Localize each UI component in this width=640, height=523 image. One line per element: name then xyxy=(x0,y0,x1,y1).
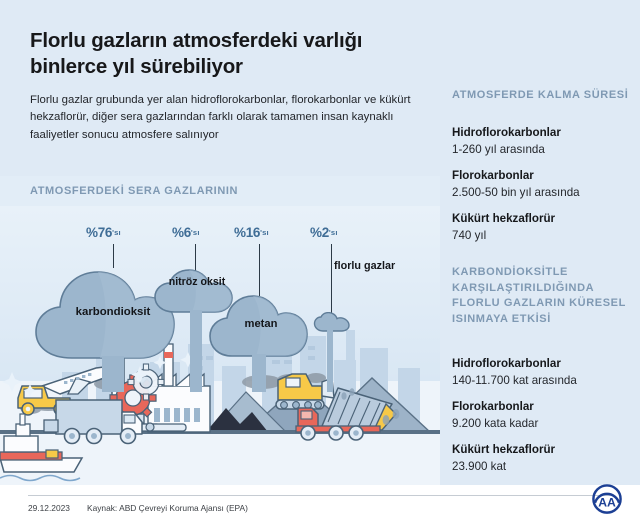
stem-metan xyxy=(259,244,261,296)
cloud-stem-karbondioksit xyxy=(102,356,124,392)
cloud-florlu-gazlar xyxy=(313,312,350,332)
panel-value: 1-260 yıl arasında xyxy=(452,143,545,157)
panel-item-hidroflorokarbonlar-etki: Hidroflorokarbonlar 140-11.700 kat arası… xyxy=(452,355,638,390)
right-panel xyxy=(440,0,640,485)
sparkle-icon xyxy=(2,352,196,397)
percent-label-karbondioksit: %76'sı xyxy=(86,225,121,240)
cloud-karbondioksit xyxy=(35,271,175,359)
cloud-label-nitroz-oksit: nitröz oksit xyxy=(168,276,226,288)
cloud-label-karbondioksit: karbondioksit xyxy=(75,306,151,318)
percent-label-nitroz-oksit: %6'sı xyxy=(172,225,200,240)
panel-item-kukurt-hekzaflorur-etki: Kükürt hekzaflorür 23.900 kat xyxy=(452,441,638,476)
panel-value: 2.500-50 bin yıl arasında xyxy=(452,186,580,200)
panel-value: 23.900 kat xyxy=(452,460,507,474)
chart-section-label: ATMOSFERDEKİ SERA GAZLARININ xyxy=(30,185,239,197)
panel-term: Kükürt hekzaflorür xyxy=(452,443,556,456)
cloud-stem-florlu-gazlar xyxy=(327,328,333,392)
percent-label-metan: %16'sı xyxy=(234,225,269,240)
panel-term: Florokarbonlar xyxy=(452,400,534,413)
panel-value: 9.200 kata kadar xyxy=(452,417,539,431)
stem-karbondioksit xyxy=(113,244,115,268)
cloud-label-florlu-gazlar: florlu gazlar xyxy=(334,260,396,272)
panel-term: Florokarbonlar xyxy=(452,169,534,182)
cloud-nitroz-oksit xyxy=(154,269,233,313)
panel-label-atmosfere-kalma-suresi: ATMOSFERDE KALMA SÜRESİ xyxy=(452,89,629,101)
panel-item-kukurt-hekzaflorur-sure: Kükürt hekzaflorür 740 yıl xyxy=(452,210,638,245)
panel-value: 740 yıl xyxy=(452,229,487,243)
greenhouse-gas-cloud-chart: %76'sı karbondioksit %6'sı nitröz oksit … xyxy=(0,206,440,392)
panel-value: 140-11.700 kat arasında xyxy=(452,374,577,388)
panel-item-florokarbonlar-etki: Florokarbonlar 9.200 kata kadar xyxy=(452,398,638,433)
cargo-ship xyxy=(0,413,84,482)
bulldozer xyxy=(275,373,335,410)
svg-text:AA: AA xyxy=(598,496,616,510)
footer-date: 29.12.2023 xyxy=(28,503,70,513)
stem-florlu-gazlar xyxy=(331,244,333,314)
panel-term: Hidroflorokarbonlar xyxy=(452,126,561,139)
cloud-metan xyxy=(209,295,308,357)
footer-source: Kaynak: ABD Çevreyi Koruma Ajansı (EPA) xyxy=(87,503,248,513)
footer-divider xyxy=(28,495,612,496)
cloud-label-metan: metan xyxy=(244,318,278,330)
cloud-stem-metan xyxy=(252,354,266,392)
footer xyxy=(0,485,640,523)
panel-item-hidroflorokarbonlar-sure: Hidroflorokarbonlar 1-260 yıl arasında xyxy=(452,124,638,159)
page-subtitle: Florlu gazlar grubunda yer alan hidroflo… xyxy=(30,94,411,141)
panel-item-florokarbonlar-sure: Florokarbonlar 2.500-50 bin yıl arasında xyxy=(452,167,638,202)
box-truck xyxy=(43,399,143,445)
panel-term: Kükürt hekzaflorür xyxy=(452,212,556,225)
stem-nitroz-oksit xyxy=(195,244,197,272)
cloud-stem-nitroz-oksit xyxy=(190,310,202,392)
panel-label-kuresel-isinmaya-etkisi: KARBONDİOKSİTLE KARŞILAŞTIRILDIĞINDA FLO… xyxy=(452,266,626,325)
panel-term: Hidroflorokarbonlar xyxy=(452,357,561,370)
page-title: Florlu gazların atmosferdeki varlığı bin… xyxy=(30,29,363,79)
percent-label-florlu-gazlar: %2'sı xyxy=(310,225,338,240)
aa-logo: AA xyxy=(592,484,622,514)
dump-truck xyxy=(295,387,397,441)
